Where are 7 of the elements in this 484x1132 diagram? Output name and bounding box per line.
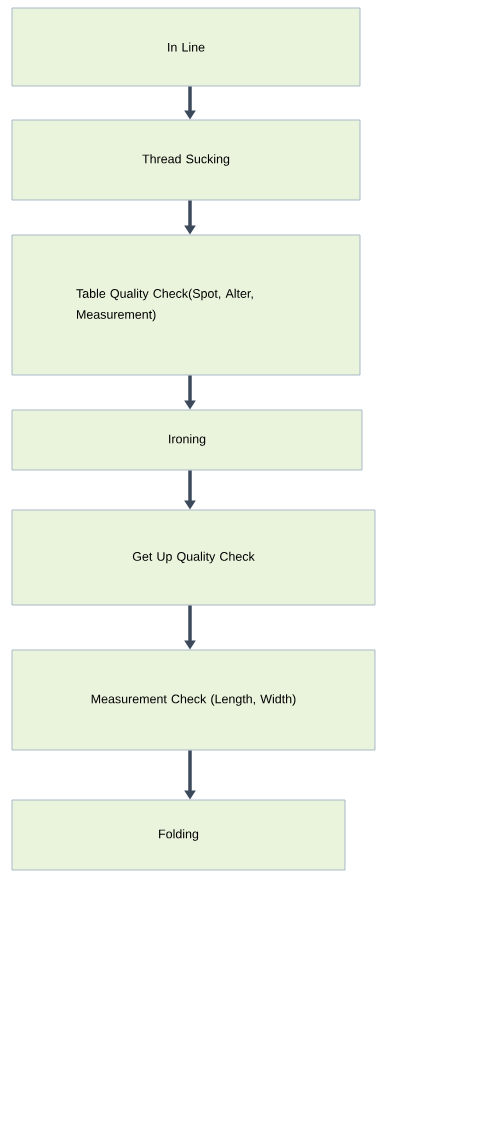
process-box: Thread Sucking bbox=[11, 119, 361, 201]
process-box: In Line bbox=[11, 7, 361, 87]
process-box: Get Up Quality Check bbox=[11, 509, 376, 606]
process-box: Folding bbox=[11, 799, 346, 871]
process-box: Measurement Check (Length, Width) bbox=[11, 649, 376, 751]
process-box: Table Quality Check(Spot, Alter, Measurement) bbox=[11, 234, 361, 376]
process-box: Ironing bbox=[11, 409, 363, 471]
